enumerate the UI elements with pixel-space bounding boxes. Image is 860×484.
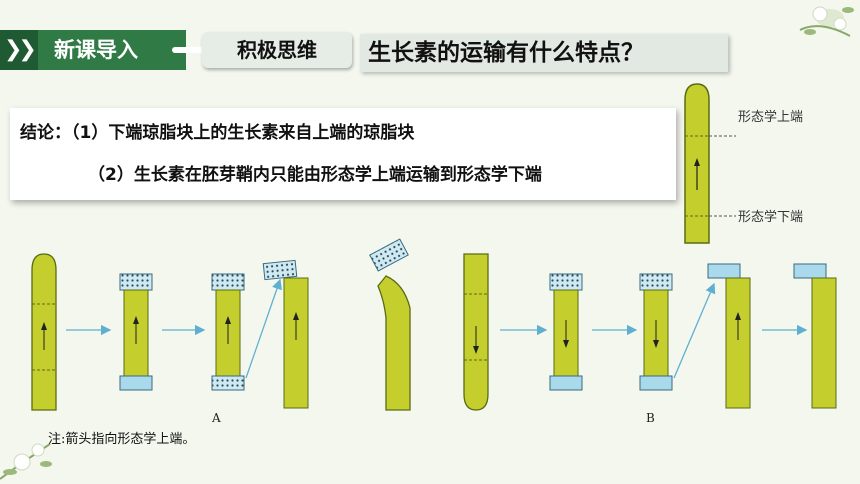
coleoptile-a3 xyxy=(211,273,245,391)
coleoptile-a4 xyxy=(262,259,309,409)
coleoptile-b4 xyxy=(707,263,751,409)
section-header-accent xyxy=(0,30,38,70)
diagram-label-b: B xyxy=(646,411,655,425)
coleoptile-b3 xyxy=(639,273,673,391)
tag-box xyxy=(202,32,352,68)
legend-upper-label: 形态学上端 xyxy=(738,109,803,125)
coleoptile-b1 xyxy=(463,253,489,411)
coleoptile-b5 xyxy=(793,263,837,409)
coleoptile-a5-bent xyxy=(369,238,411,411)
question-box xyxy=(360,34,728,72)
experiment-diagram: A B xyxy=(31,238,837,425)
diagram-label-a: A xyxy=(211,411,221,425)
agar-block-receiver xyxy=(119,375,153,391)
agar-block-donor xyxy=(119,273,153,291)
section-label: 新课导入 xyxy=(54,38,138,62)
legend-coleoptile: 形态学上端 形态学下端 xyxy=(684,83,803,244)
flower-decoration-icon xyxy=(799,6,854,37)
header-connector xyxy=(172,47,206,53)
flower-decoration-icon xyxy=(0,443,52,480)
diagram-note: 注:箭头指向形态学上端。 xyxy=(48,432,196,447)
flow-arrow xyxy=(673,282,716,379)
conclusion-line-2: （2）生长素在胚芽鞘内只能由形态学上端运输到形态学下端 xyxy=(88,165,542,185)
coleoptile-a2 xyxy=(119,273,153,391)
question-title: 生长素的运输有什么特点？ xyxy=(368,40,644,66)
flow-arrow xyxy=(245,278,282,379)
conclusion-box xyxy=(10,108,676,200)
conclusion-line-1: 结论：（1）下端琼脂块上的生长素来自上端的琼脂块 xyxy=(20,123,415,143)
legend-lower-label: 形态学下端 xyxy=(738,209,803,225)
double-chevron-icon: ❯❯ xyxy=(4,37,37,62)
tag-label: 积极思维 xyxy=(237,38,317,62)
coleoptile-b2 xyxy=(549,273,583,391)
coleoptile-a1 xyxy=(31,253,57,411)
